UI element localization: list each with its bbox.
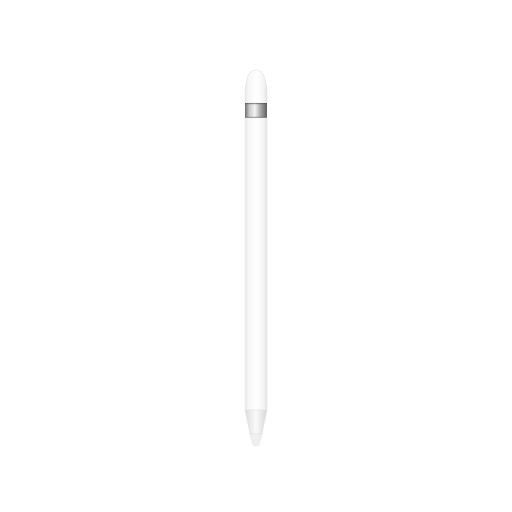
pencil-tip <box>249 433 263 447</box>
pencil-taper <box>244 409 268 435</box>
pencil-body <box>244 117 268 411</box>
pencil-cap <box>244 69 268 104</box>
pencil-metal-band <box>245 103 267 118</box>
